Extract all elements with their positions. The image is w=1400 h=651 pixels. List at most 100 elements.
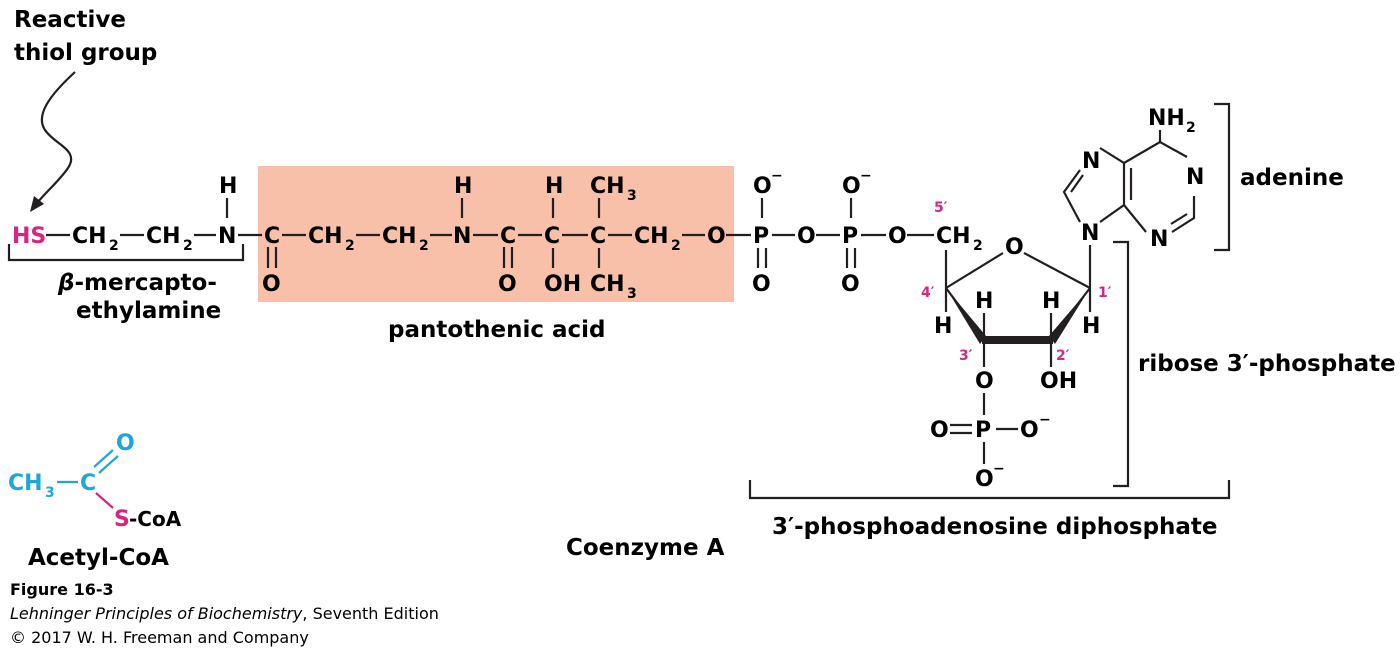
phosphate3-charge-right: − [1039, 412, 1051, 428]
ribose-number-5prime: 5′ [934, 200, 948, 216]
ribose-wedge-right [1049, 288, 1090, 344]
reactive-thiol-label-line1: Reactive [14, 7, 126, 33]
ribose-number-3prime: 3′ [959, 348, 973, 364]
acetyl-ch3-subscript: 3 [45, 485, 55, 501]
ch2-subscript-2: 2 [183, 238, 193, 254]
carbonyl-o-atom-2: O [498, 272, 517, 297]
acetyl-ch3-atom: CH [8, 471, 43, 496]
adenine-n1-atom: N [1186, 165, 1204, 190]
book-title: Lehninger Principles of Biochemistry [10, 604, 303, 623]
hydroxyl-carbon-h-atom: H [545, 174, 563, 199]
phosphate-o-bottom-2: O [841, 272, 860, 297]
ch2-subscript-1: 2 [109, 238, 119, 254]
thiol-pointer-arrowhead [30, 196, 44, 212]
ribose-ring-front-bond [982, 336, 1053, 344]
ch2-5prime-atom: CH [936, 224, 971, 249]
beta-mercaptoethylamine-label-line2: ethylamine [76, 298, 221, 324]
thiol-hs-atom: HS [12, 224, 46, 249]
ester-o-atom-2: O [888, 224, 907, 249]
ch2-atom-2: CH [146, 224, 181, 249]
ribose-wedge-left [946, 288, 986, 344]
c2prime-h-atom: H [1042, 289, 1060, 314]
thiol-pointer-arrow [37, 71, 76, 203]
methyl-bottom-subscript: 3 [627, 286, 637, 302]
figure-source: Lehninger Principles of Biochemistry, Se… [10, 604, 439, 623]
ch2-atom-3: CH [308, 224, 343, 249]
phosphate3-o-bottom: O [975, 467, 994, 492]
phosphate-o-bottom-1: O [752, 272, 771, 297]
amide-n-atom-2: N [453, 224, 471, 249]
ribose-number-4prime: 4′ [921, 285, 935, 301]
phosphate-o-top-1: O [753, 174, 772, 199]
ribose-ring-o-atom: O [1005, 235, 1024, 260]
hydroxyl-oh-atom: OH [544, 272, 581, 297]
beta-mercaptoethylamine-label-line1: β-mercapto- [57, 270, 217, 296]
ch2-subscript-5: 2 [671, 238, 681, 254]
ester-o-atom-1: O [707, 224, 726, 249]
phosphoadenosine-bracket [748, 480, 1231, 500]
adenine-imidazole-ring [1062, 147, 1126, 223]
ch2-subscript-3: 2 [345, 238, 355, 254]
ribose-ring-upper [945, 252, 1091, 289]
carbonyl-o-atom-1: O [262, 272, 281, 297]
ch2-5prime-subscript: 2 [973, 238, 983, 254]
quaternary-carbon-atom: C [590, 224, 606, 249]
ribose-phosphate-label: ribose 3′-phosphate [1138, 351, 1396, 377]
ch2-atom-4: CH [382, 224, 417, 249]
adenine-c8-n7-double [1070, 174, 1084, 193]
acetyl-bond-co-a [93, 449, 114, 468]
methyl-top-subscript: 3 [627, 188, 637, 204]
adenine-pyrimidine-ring [1123, 140, 1196, 233]
ribose-phosphate-bracket [1113, 240, 1130, 488]
adenine-c2-n3-double [1170, 213, 1188, 225]
beta-mercaptoethylamine-bracket [7, 244, 245, 262]
ch2-atom-5: CH [634, 224, 669, 249]
c2prime-oh-atom: OH [1040, 369, 1077, 394]
acetyl-coa-group: -CoA [129, 507, 182, 531]
amide-h-atom-2: H [454, 174, 472, 199]
phosphorus-atom-2: P [842, 224, 858, 249]
adenine-n7-atom: N [1082, 149, 1100, 174]
acetyl-carbonyl-c-atom: C [80, 471, 96, 496]
beta-symbol: β [57, 270, 74, 296]
amide-h-atom-1: H [219, 174, 237, 199]
ribose-number-1prime: 1′ [1098, 285, 1112, 301]
adenine-n9-atom: N [1081, 221, 1099, 246]
acetyl-o-atom: O [116, 431, 135, 456]
coenzyme-a-label: Coenzyme A [566, 535, 725, 561]
phosphate-charge-top-1: − [771, 168, 783, 184]
methyl-top-atom: CH [590, 174, 625, 199]
phosphoadenosine-label: 3′-phosphoadenosine diphosphate [772, 514, 1218, 540]
phosphate-charge-top-2: − [860, 168, 872, 184]
ribose-number-2prime: 2′ [1056, 348, 1070, 364]
carbonyl-c-atom-1: C [264, 224, 280, 249]
figure-number: Figure 16-3 [10, 580, 114, 599]
hydroxyl-carbon-atom: C [544, 224, 560, 249]
c1prime-h-atom: H [1082, 314, 1100, 339]
acetyl-bond-co-b [98, 455, 119, 474]
c4prime-h-atom: H [934, 314, 952, 339]
c3prime-h-atom: H [975, 289, 993, 314]
mercapto-text: -mercapto- [74, 270, 216, 296]
adenine-nh2-subscript: 2 [1186, 120, 1196, 136]
pantothenic-acid-label: pantothenic acid [388, 317, 606, 343]
phosphorus-atom-3: P [975, 418, 991, 443]
acetyl-coa-label: Acetyl-CoA [28, 545, 169, 571]
phosphate3-o-right: O [1020, 418, 1039, 443]
amide-n-atom-1: N [218, 224, 236, 249]
reactive-thiol-label-line2: thiol group [14, 40, 157, 66]
adenine-n3-atom: N [1150, 227, 1168, 252]
acetyl-bond-c-s [95, 492, 114, 509]
phosphate3-o-left: O [930, 418, 949, 443]
ch2-atom-1: CH [72, 224, 107, 249]
figure-copyright: © 2017 W. H. Freeman and Company [10, 628, 309, 647]
ch2-subscript-4: 2 [419, 238, 429, 254]
phosphorus-atom-1: P [753, 224, 769, 249]
bridging-o-atom: O [797, 224, 816, 249]
methyl-bottom-atom: CH [590, 272, 625, 297]
adenine-nh2-atom: NH [1148, 106, 1185, 131]
acetyl-s-atom: S [114, 507, 130, 532]
carbonyl-c-atom-2: C [500, 224, 516, 249]
book-edition: , Seventh Edition [302, 604, 438, 623]
